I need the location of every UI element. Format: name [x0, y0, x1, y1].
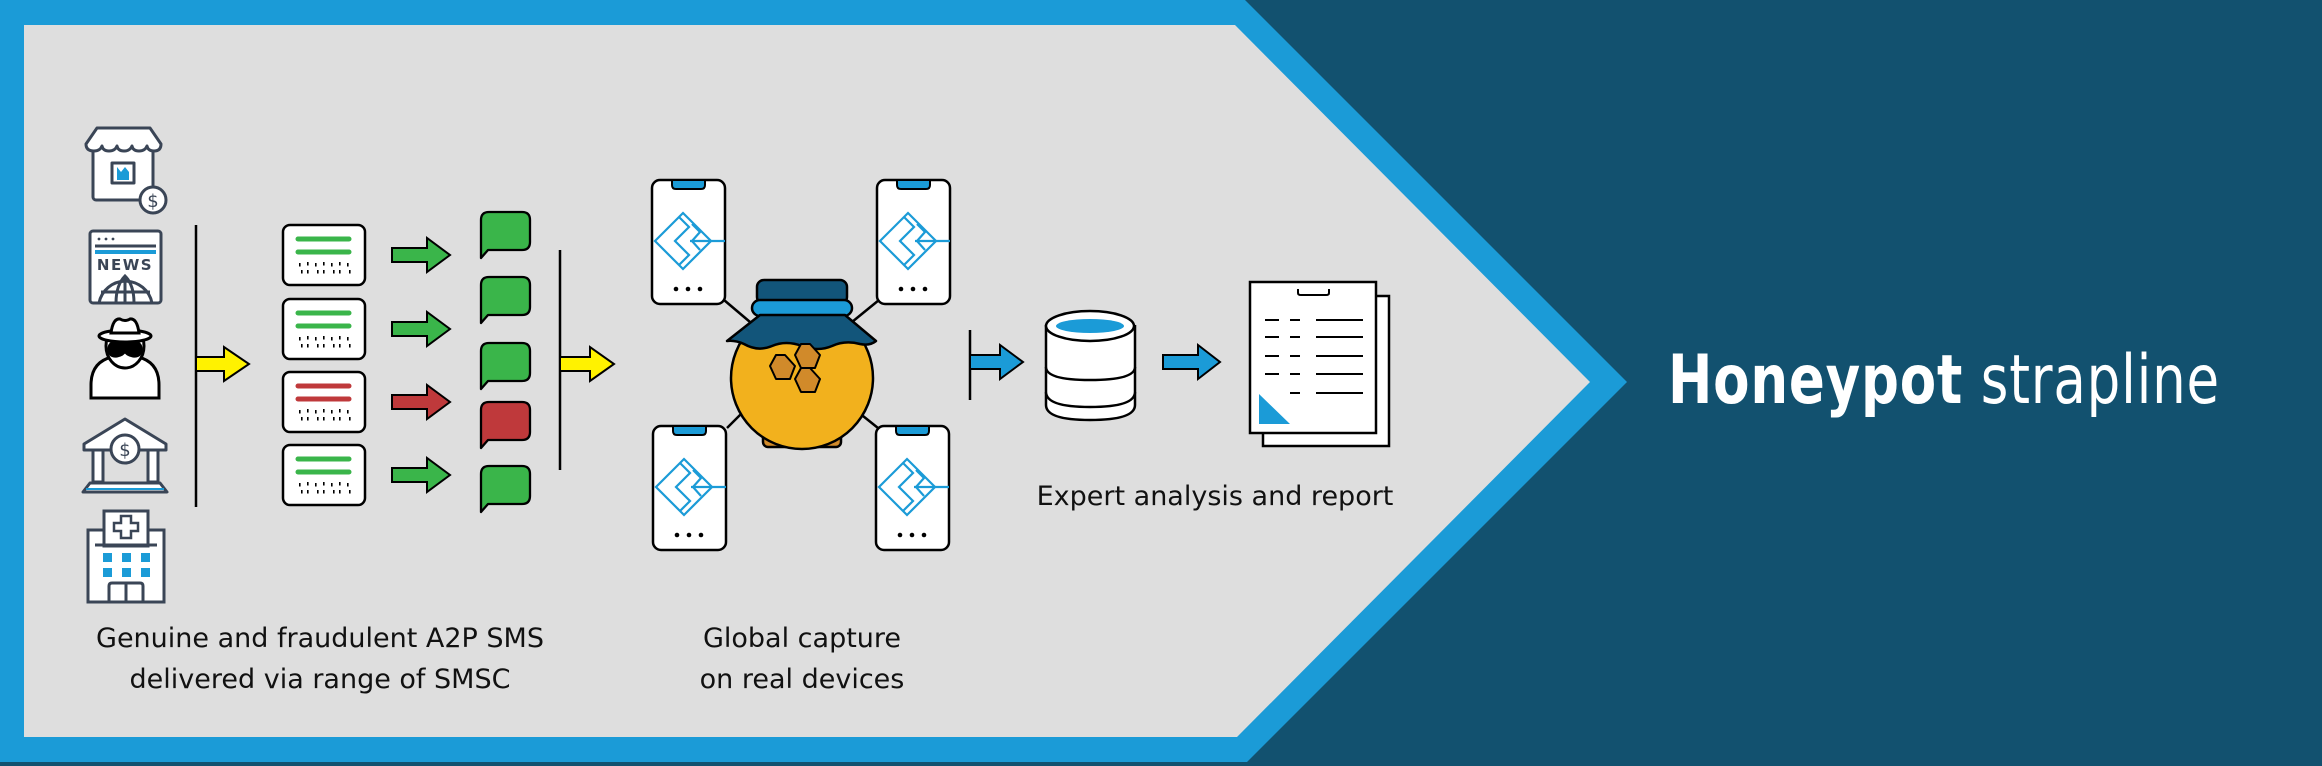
sms-bubble-genuine — [479, 464, 532, 514]
sms-card-column — [281, 223, 367, 507]
capture-caption-line2: on real devices — [699, 664, 905, 695]
page-title: Honeypot strapline — [1668, 336, 2220, 426]
sms-arrow-fraudulent — [391, 383, 452, 421]
sms-bubble-fraudulent — [479, 400, 532, 450]
sms-card-genuine — [281, 297, 367, 361]
sms-caption: Genuine and fraudulent A2P SMS delivered… — [60, 618, 580, 700]
analysis-caption: Expert analysis and report — [1020, 476, 1410, 517]
capture-caption-line1: Global capture — [702, 623, 902, 654]
honeypot-logo-icon — [877, 457, 949, 517]
sms-bubble-genuine — [479, 275, 532, 325]
phone-top-right-icon — [875, 178, 952, 306]
honeypot-logo-icon — [653, 211, 725, 271]
honeypot-jar-icon — [725, 278, 878, 451]
phone-bottom-right-icon — [874, 424, 951, 552]
sms-arrow-genuine — [391, 236, 452, 274]
sms-arrow-genuine — [391, 456, 452, 494]
sms-bubble-genuine — [479, 210, 532, 260]
news-icon: NEWS — [88, 229, 163, 305]
blue-arrow-2 — [1162, 342, 1222, 382]
sms-caption-line1: Genuine and fraudulent A2P SMS — [96, 623, 544, 654]
report-icon — [1248, 280, 1391, 448]
svg-text:NEWS: NEWS — [97, 256, 153, 274]
hospital-icon — [86, 509, 166, 604]
yellow-arrow-1 — [195, 345, 251, 383]
fraudster-icon — [89, 317, 161, 400]
sms-card-genuine — [281, 443, 367, 507]
sms-bubble-genuine — [479, 341, 532, 391]
store-icon: $ — [84, 126, 168, 215]
title-bold: Honeypot — [1668, 341, 1964, 420]
sms-caption-line2: delivered via range of SMSC — [129, 664, 511, 695]
sms-bubble-column — [479, 210, 532, 514]
svg-text:$: $ — [119, 440, 130, 461]
svg-text:$: $ — [147, 191, 158, 212]
blue-arrow-1 — [969, 343, 1025, 381]
analysis-caption-text: Expert analysis and report — [1036, 481, 1394, 512]
sms-card-genuine — [281, 223, 367, 287]
honeypot-logo-icon — [878, 211, 950, 271]
phone-top-left-icon — [650, 178, 727, 306]
database-icon — [1044, 309, 1137, 422]
bank-icon: $ — [81, 417, 169, 494]
sms-card-fraudulent — [281, 370, 367, 434]
device-group — [650, 178, 952, 552]
sms-arrow-column — [391, 236, 452, 494]
phone-bottom-left-icon — [651, 424, 728, 552]
yellow-arrow-2 — [559, 345, 616, 383]
sms-arrow-genuine — [391, 310, 452, 348]
title-light: strapline — [1980, 341, 2220, 420]
capture-caption: Global capture on real devices — [672, 618, 932, 700]
honeypot-logo-icon — [654, 457, 726, 517]
